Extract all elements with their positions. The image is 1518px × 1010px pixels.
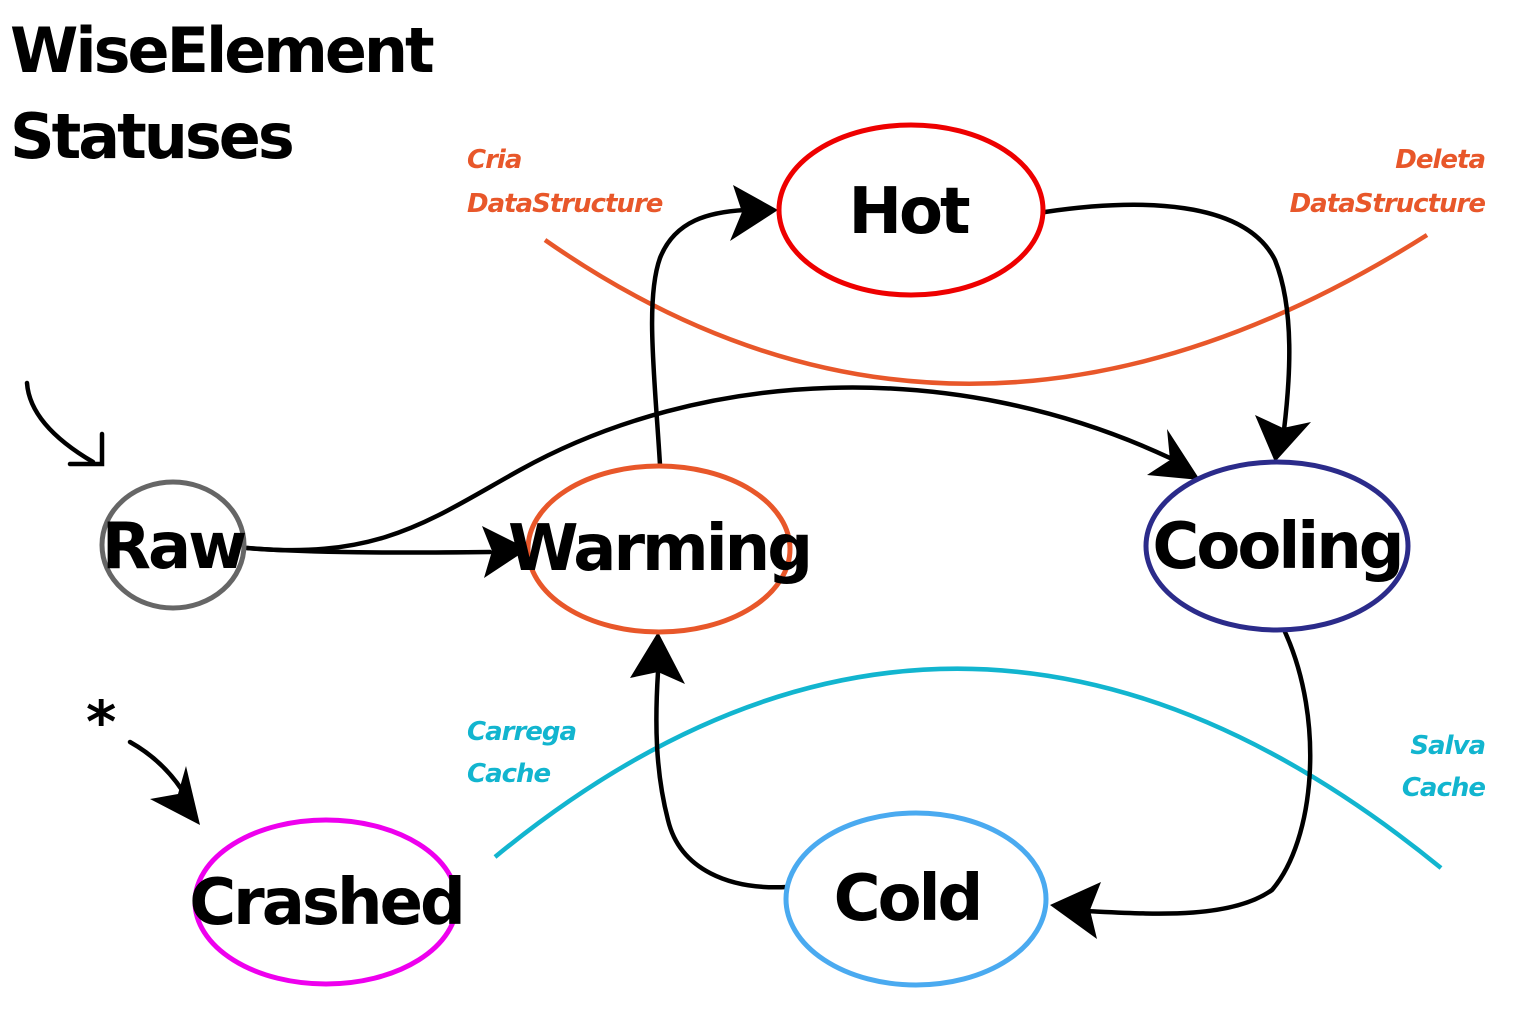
node-warming: Warming (508, 463, 813, 635)
edge-cooling-to-cold-arrowhead (1050, 882, 1101, 939)
node-crashed: Crashed (189, 817, 466, 987)
edge-raw-to-warming-arrowhead (482, 526, 528, 578)
note-salva-line2: Cache (1402, 773, 1486, 803)
node-raw-label: Raw (102, 510, 245, 584)
edge-hot-to-cooling (1042, 202, 1292, 433)
note-deleta-line2: DataStructure (1290, 189, 1486, 219)
node-cold: Cold (783, 810, 1049, 988)
node-cooling: Cooling (1143, 459, 1411, 633)
edge-cooling-to-cold (1082, 629, 1313, 916)
edge-hot-to-cooling-arrowhead (1255, 415, 1311, 462)
note-deleta-line1: Deleta (1395, 145, 1485, 175)
edge-raw-to-cooling-arrowhead (1147, 429, 1200, 480)
cache-boundary-curve (493, 666, 1443, 870)
note-carrega-line1: Carrega (467, 717, 576, 747)
note-cria-line1: Cria (467, 145, 521, 175)
node-raw: Raw (99, 479, 248, 611)
edge-warming-to-hot-arrowhead (730, 185, 778, 241)
node-cooling-label: Cooling (1152, 510, 1401, 584)
node-warming-outline (525, 463, 793, 635)
initial-state-arrow (24, 380, 96, 465)
diagram-title-line1: WiseElement (10, 14, 434, 87)
note-carrega-line2: Cache (467, 759, 551, 789)
node-hot-outline (776, 122, 1046, 298)
node-cold-outline (783, 810, 1049, 988)
edge-raw-to-cooling (244, 385, 1173, 553)
edge-any-to-crashed (127, 739, 185, 793)
node-crashed-outline (192, 817, 460, 987)
any-state-asterisk: * (86, 688, 116, 756)
node-warming-label: Warming (508, 512, 810, 586)
edge-cold-to-warming (654, 669, 790, 890)
node-cooling-outline (1143, 459, 1411, 633)
node-hot-label: Hot (848, 175, 970, 249)
edge-any-to-crashed-arrowhead (150, 766, 200, 825)
node-cold-label: Cold (834, 862, 981, 936)
edge-warming-to-hot (649, 207, 748, 468)
node-crashed-label: Crashed (189, 866, 463, 940)
initial-arrow-tip (67, 431, 105, 467)
diagram-title-line2: Statuses (10, 100, 292, 173)
node-hot: Hot (776, 122, 1046, 298)
node-raw-outline (99, 479, 247, 611)
edge-cold-to-warming-arrowhead (630, 632, 685, 684)
note-salva-line1: Salva (1410, 731, 1485, 761)
datastructure-boundary-curve (543, 233, 1429, 386)
note-cria-line2: DataStructure (467, 189, 663, 219)
